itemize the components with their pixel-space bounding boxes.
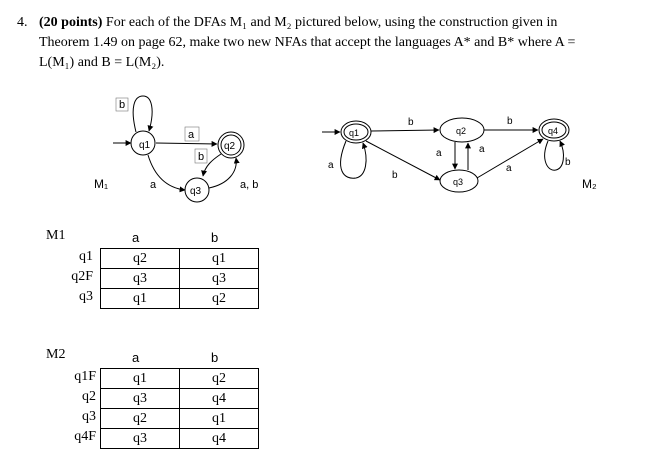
m1-edge-q2-loop-label: b <box>198 151 204 163</box>
table-cell: q3 <box>100 428 180 449</box>
m1-edge-q1-loop <box>132 95 154 133</box>
m1-edge-q2-q3 <box>201 153 222 177</box>
m2-diagram <box>322 117 570 193</box>
m1-state-q1 <box>130 130 156 156</box>
m1-label-boxes <box>115 97 208 164</box>
m1-q1-label: q1 <box>139 140 151 151</box>
m1-diagram-label: M₁ <box>94 177 108 191</box>
m1-diagram <box>113 95 245 203</box>
table-m2-row-label: q2 <box>82 389 96 404</box>
table-m2-title: M2 <box>46 347 66 362</box>
table-cell: q3 <box>100 388 180 409</box>
table-m1-title: M1 <box>46 228 66 243</box>
m1-edge-q1-loop-label: b <box>119 99 125 111</box>
m2-edge-q3-q2-label: a <box>479 144 485 155</box>
m2-q1-label: q1 <box>349 128 359 138</box>
table-row: q1 q2 <box>100 368 259 389</box>
m1-edge-q1-q3 <box>147 154 186 193</box>
m2-edge-q2-q4-label: b <box>507 116 513 127</box>
m2-state-q1-accept-ring <box>343 123 369 141</box>
table-cell: q4 <box>179 428 259 449</box>
m2-q4-label: q4 <box>548 126 558 136</box>
table-cell: q1 <box>179 248 259 269</box>
m2-edge-q2-q3-label: a <box>436 148 442 159</box>
m2-edge-q1-q2-label: b <box>408 117 414 128</box>
m1-edge-q3-q2-label: a, b <box>240 179 258 191</box>
table-cell: q3 <box>100 268 180 289</box>
table-cell: q3 <box>179 268 259 289</box>
m2-state-q3 <box>439 169 479 193</box>
table-cell: q2 <box>100 408 180 429</box>
table-cell: q2 <box>100 248 180 269</box>
m1-q2-label: q2 <box>224 141 236 152</box>
m2-edge-q3-q4-label: a <box>506 163 512 174</box>
table-m2-row-label: q1F <box>74 369 96 384</box>
m2-edge-q1-loop-label: a <box>328 160 334 171</box>
m2-q2-label: q2 <box>456 126 466 136</box>
m2-state-q4-accept-ring <box>541 121 567 139</box>
table-m2-row-label: q4F <box>74 429 96 444</box>
m1-edge-q1-q2-label: a <box>188 129 195 141</box>
m2-state-q4 <box>538 118 570 142</box>
m1-state-q2 <box>217 131 245 159</box>
m1-edge-q3-q2 <box>208 157 240 189</box>
problem-body: (20 points) For each of the DFAs M₁ and … <box>39 13 609 73</box>
table-cell: q1 <box>100 288 180 309</box>
m1-q3-label: q3 <box>190 186 202 197</box>
m2-edge-q1-q3-label: b <box>392 170 398 181</box>
m2-edge-q4-loop-label: b <box>565 157 571 168</box>
table-cell: q2 <box>179 368 259 389</box>
table-m1-row-label: q3 <box>79 289 93 304</box>
table-m2-header-a: a <box>132 350 140 365</box>
m2-edge-q1-loop <box>340 140 368 179</box>
table-row: q3 q3 <box>100 268 259 289</box>
m2-labels: q1 q2 q3 q4 a b b b a a a b <box>328 116 571 187</box>
table-cell: q2 <box>179 288 259 309</box>
table-m2-row-label: q3 <box>82 409 96 424</box>
m2-diagram-label: M₂ <box>582 177 597 191</box>
table-cell: q4 <box>179 388 259 409</box>
table-m1-row-label: q1 <box>79 249 93 264</box>
problem-points: (20 points) <box>39 15 103 30</box>
table-cell: q1 <box>100 368 180 389</box>
table-row: q2 q1 <box>100 248 259 269</box>
table-cell: q1 <box>179 408 259 429</box>
m2-edge-q4-loop <box>544 140 565 171</box>
m2-q3-label: q3 <box>453 177 463 187</box>
table-m2: q1 q2 q3 q4 q2 q1 q3 q4 <box>100 368 259 449</box>
m2-edge-q1-q3 <box>365 140 441 181</box>
m1-edge-q1-q3-label: a <box>150 179 157 191</box>
table-m2-header-b: b <box>211 350 219 365</box>
m2-edge-q1-q2 <box>370 127 440 134</box>
m1-state-q2-accept-ring <box>220 134 242 156</box>
table-m1-header-a: a <box>132 230 140 245</box>
m1-labels: q1 q2 q3 b a b a a, b <box>119 99 258 197</box>
problem-number: 4. <box>17 15 28 30</box>
m2-edge-q3-q4 <box>476 138 544 179</box>
table-m1-row-label: q2F <box>71 269 93 284</box>
table-row: q2 q1 <box>100 408 259 429</box>
table-row: q3 q4 <box>100 428 259 449</box>
table-row: q3 q4 <box>100 388 259 409</box>
problem-text: For each of the DFAs M₁ and M₂ pictured … <box>39 15 576 70</box>
table-m1: q2 q1 q3 q3 q1 q2 <box>100 248 259 309</box>
table-row: q1 q2 <box>100 288 259 309</box>
table-m1-header-b: b <box>211 230 219 245</box>
m2-state-q1 <box>340 120 372 144</box>
m1-edge-q1-q2 <box>155 140 218 147</box>
